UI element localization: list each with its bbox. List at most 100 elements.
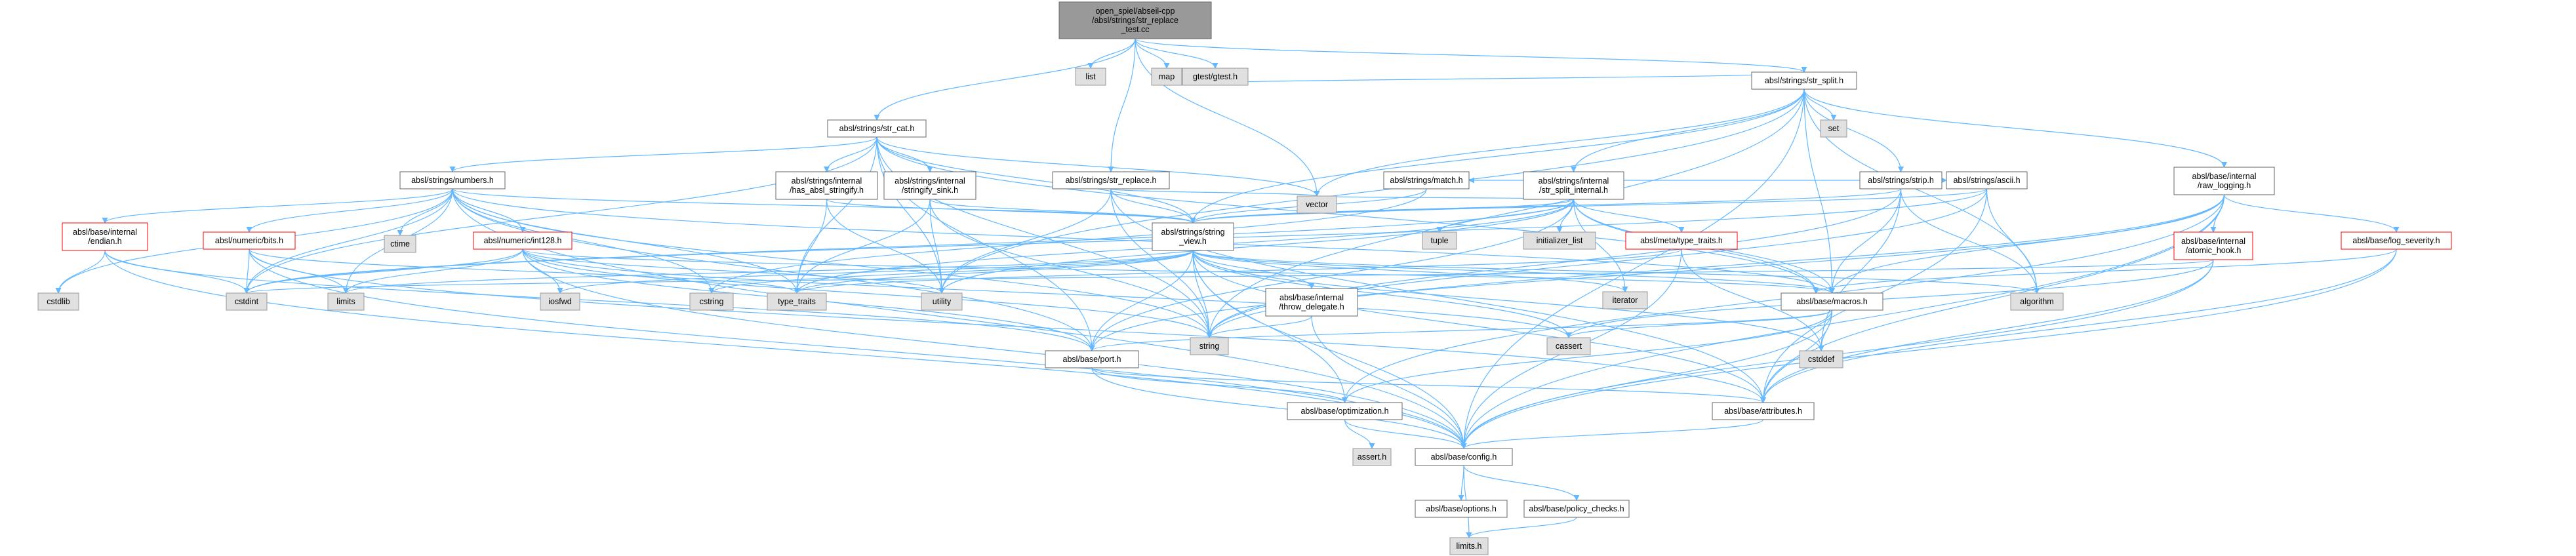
node-label: cstddef (1808, 355, 1835, 364)
node-label: absl/base/optimization.h (1300, 407, 1388, 416)
node-throw-delegate[interactable]: absl/base/internal/throw_delegate.h (1265, 288, 1358, 317)
node-macros[interactable]: absl/base/macros.h (1781, 292, 1883, 311)
edge-int128-to-utility (522, 248, 945, 294)
node-label: absl/base/log_severity.h (2352, 236, 2440, 245)
node-label: absl/base/options.h (1426, 504, 1497, 513)
node-config[interactable]: absl/base/config.h (1415, 448, 1513, 466)
node-attributes[interactable]: absl/base/attributes.h (1712, 402, 1815, 420)
node-assert: assert.h (1352, 448, 1392, 466)
node-box (1287, 402, 1403, 420)
edge-str_cat-to-utility (876, 136, 945, 294)
node-type-traits-meta[interactable]: absl/meta/type_traits.h (1625, 231, 1738, 250)
node-box (1190, 337, 1229, 355)
node-options[interactable]: absl/base/options.h (1415, 500, 1508, 518)
edge-has_absl_stringify-to-utility (826, 199, 945, 294)
edge-str_cat-to-array (876, 136, 1819, 294)
node-str-replace[interactable]: absl/strings/str_replace.h (1052, 171, 1170, 189)
edge-endian-to-port (104, 250, 1095, 351)
node-box (62, 222, 148, 251)
edge-atomic_hook-to-cstdint (244, 259, 2214, 294)
node-label: cassert (1556, 342, 1582, 351)
node-port[interactable]: absl/base/port.h (1045, 350, 1139, 368)
node-cstddef: cstddef (1799, 350, 1843, 368)
node-label: gtest/gtest.h (1193, 72, 1238, 81)
node-label: /stringify_sink.h (902, 186, 958, 195)
node-label: utility (933, 297, 952, 306)
edge-ascii-to-string (1206, 188, 1988, 338)
node-label: iosfwd (548, 297, 571, 306)
node-int128[interactable]: absl/numeric/int128.h (473, 231, 573, 250)
node-box (203, 231, 296, 250)
node-box (1799, 350, 1843, 368)
edge-string_view-to-cstring (708, 250, 1194, 294)
edge-str_split-to-utility (938, 89, 1805, 294)
node-has-absl-stringify[interactable]: absl/strings/internal/has_absl_stringify… (775, 171, 878, 200)
node-box (1523, 231, 1596, 250)
node-str-split-internal[interactable]: absl/strings/internal/str_split_internal… (1523, 171, 1624, 200)
node-label: /throw_delegate.h (1279, 302, 1344, 311)
node-string-view[interactable]: absl/strings/string_view.h (1152, 222, 1234, 251)
node-label: absl/strings/strip.h (1868, 176, 1934, 185)
node-raw-logging[interactable]: absl/base/internal/raw_logging.h (2173, 167, 2275, 195)
node-cstring: cstring (689, 292, 734, 311)
edge-str_split-to-string (1206, 89, 1805, 338)
node-box (399, 171, 506, 189)
node-match[interactable]: absl/strings/match.h (1383, 171, 1470, 189)
node-numbers[interactable]: absl/strings/numbers.h (399, 171, 506, 189)
edge-string_view-to-macros (1192, 250, 1835, 294)
node-ascii[interactable]: absl/strings/ascii.h (1946, 171, 2028, 189)
edge-port-to-config (1091, 367, 1467, 449)
node-str-split[interactable]: absl/strings/str_split.h (1751, 71, 1857, 90)
edge-numbers-to-endian (102, 188, 453, 224)
node-log-severity[interactable]: absl/base/log_severity.h (2341, 231, 2452, 250)
node-box (1151, 68, 1182, 86)
node-endian[interactable]: absl/base/internal/endian.h (62, 222, 148, 251)
node-strip[interactable]: absl/strings/strip.h (1859, 171, 1942, 189)
node-root[interactable]: open_spiel/abseil-cpp/absl/strings/str_r… (1058, 1, 1212, 39)
edge-port-to-optimization (1091, 367, 1348, 403)
node-bits[interactable]: absl/numeric/bits.h (203, 231, 296, 250)
node-label: /str_split_internal.h (1539, 186, 1608, 195)
node-box (1045, 350, 1139, 368)
node-limits: limits (327, 292, 365, 311)
node-label: absl/strings/ascii.h (1953, 176, 2020, 185)
edge-root-to-map (1135, 38, 1170, 69)
node-label: /has_absl_stringify.h (790, 186, 864, 195)
edge-str_split-to-strip (1803, 89, 1904, 172)
node-str-cat[interactable]: absl/strings/str_cat.h (827, 119, 927, 138)
node-box (689, 292, 734, 311)
node-label: _test.cc (1120, 25, 1149, 34)
node-optimization[interactable]: absl/base/optimization.h (1287, 402, 1403, 420)
edge-macros-to-config (1460, 309, 1833, 449)
edge-ascii-to-algorithm (1986, 188, 2040, 294)
node-stringify-sink[interactable]: absl/strings/internal/stringify_sink.h (883, 171, 976, 200)
node-label: /endian.h (88, 237, 121, 246)
node-atomic-hook[interactable]: absl/base/internal/atomic_hook.h (2173, 231, 2253, 260)
edge-numbers-to-int128 (452, 188, 526, 233)
edge-string_view-to-cstddef (1192, 250, 1824, 351)
node-string: string (1190, 337, 1229, 355)
node-policy-checks[interactable]: absl/base/policy_checks.h (1523, 500, 1630, 518)
node-label: set (1828, 124, 1840, 133)
edge-str_split-to-config (1460, 89, 1805, 449)
node-label: absl/numeric/bits.h (215, 236, 283, 245)
edge-config-to-policy_checks (1463, 465, 1580, 501)
edge-str_split_internal-to-utility (938, 199, 1575, 294)
edge-str_split_internal-to-iterator (1573, 199, 1628, 292)
edge-strip-to-string_view (1190, 188, 1902, 224)
node-label: absl/base/policy_checks.h (1529, 504, 1624, 513)
node-label: absl/strings/string (1161, 228, 1224, 237)
node-label: string (1199, 342, 1220, 351)
edge-string_view-to-type_traits (794, 250, 1194, 294)
edge-int128-to-string (522, 248, 1213, 338)
node-label: absl/strings/numbers.h (411, 176, 494, 185)
node-label: absl/strings/internal (1539, 176, 1609, 186)
edge-strip-to-string (1206, 188, 1902, 338)
node-label: algorithm (2020, 297, 2053, 306)
node-list: list (1075, 68, 1106, 86)
edge-string_view-to-iosfwd (557, 250, 1194, 294)
edge-throw_delegate-to-string (1206, 315, 1312, 338)
edge-str_cat-to-numbers (449, 136, 877, 172)
node-box (1152, 222, 1234, 251)
edge-policy_checks-to-limits_h (1466, 517, 1577, 538)
